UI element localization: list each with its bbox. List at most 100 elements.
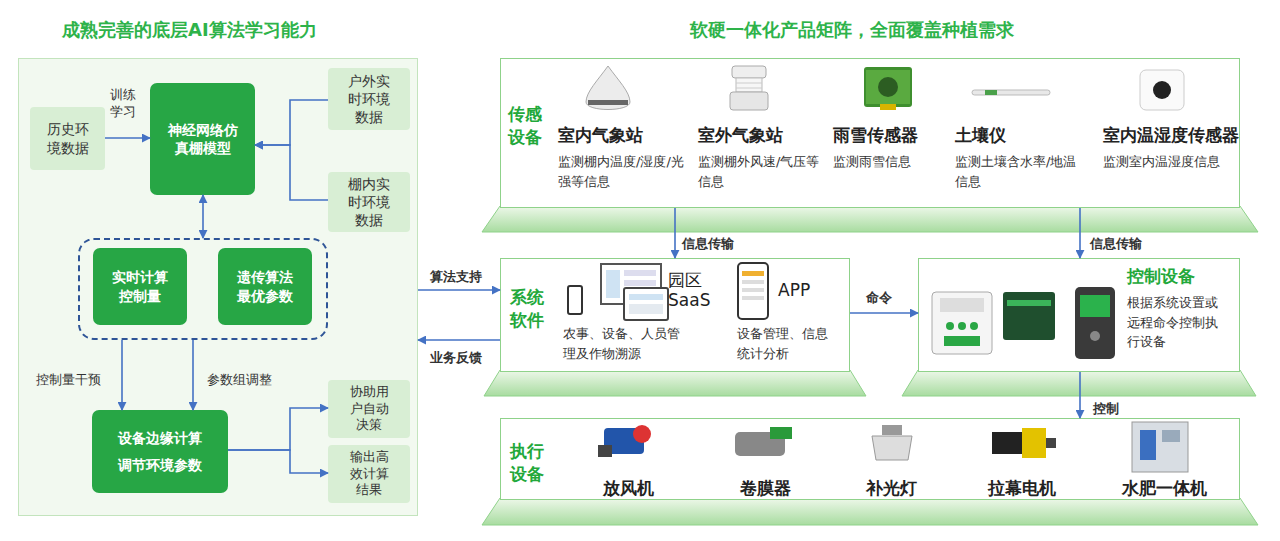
icon-part (882, 425, 902, 435)
product-name: 放风机 (603, 477, 654, 499)
icon-part (1007, 300, 1051, 306)
icon-part (629, 304, 663, 314)
icon-part (624, 270, 656, 276)
film-roller-icon (735, 427, 792, 456)
band-tag: 执行设备 (510, 440, 550, 486)
icon-part (738, 263, 768, 319)
icon-part (970, 322, 978, 330)
icon-part (1162, 430, 1180, 442)
icon-part (742, 288, 764, 292)
band-tag: 控制设备 (1127, 265, 1195, 288)
connector (674, 208, 676, 258)
icon-part (1153, 81, 1171, 99)
data-box: 户外实时环境数据 (328, 68, 410, 130)
edge-label: 命令 (866, 290, 892, 307)
icon-part (1090, 331, 1100, 341)
node-text: 协助用户自动决策 (348, 384, 390, 435)
node-text: 棚内实时环境数据 (347, 175, 391, 230)
node-text: 历史环境数据 (46, 120, 90, 156)
output-box: 协助用户自动决策 (328, 380, 410, 438)
outdoor-station-icon (730, 66, 768, 110)
product-desc: 农事、设备、人员管理及作物溯源 (563, 324, 683, 363)
section-heading: 软硬一体化产品矩阵，全面覆盖种植需求 (690, 18, 1014, 41)
icon-part (736, 83, 762, 84)
connector (1079, 208, 1081, 258)
indoor-station-icon (586, 66, 630, 110)
connector (255, 145, 328, 200)
product-name: 拉幕电机 (988, 477, 1056, 499)
connector (1079, 372, 1081, 418)
connector (121, 340, 123, 410)
edge-label: 控制量干预 (36, 372, 101, 389)
icon-part (588, 100, 628, 105)
product-desc: 监测棚外风速/气压等信息 (698, 152, 823, 191)
icon-part (732, 66, 766, 78)
icon-part (944, 336, 980, 346)
icon-part (992, 432, 1022, 454)
icon-part (586, 66, 630, 110)
app-phone-icon (738, 263, 768, 319)
icon-part (624, 288, 668, 320)
icon-part (866, 70, 910, 104)
product-desc: 监测雨雪信息 (833, 152, 943, 172)
icon-part (1080, 295, 1110, 317)
rain-sensor-icon (864, 67, 912, 110)
icon-part (629, 294, 663, 300)
product-desc: 监测土壤含水率/地温信息 (955, 152, 1080, 191)
product-name: 室内气象站 (558, 124, 643, 146)
edge-label: 信息传输 (682, 236, 734, 253)
edge-label: 算法支持 (430, 269, 482, 286)
description: 根据系统设置或远程命令控制执行设备 (1127, 293, 1227, 352)
icon-part (864, 67, 912, 107)
product-name: 室内温湿度传感器 (1103, 124, 1239, 146)
icon-part (742, 296, 764, 300)
product-desc: 监测棚内温度/湿度/光强等信息 (558, 152, 688, 191)
process-box: 遗传算法最优参数 (218, 248, 312, 325)
connector (850, 312, 918, 314)
fertigation-icon (1132, 422, 1188, 472)
shelf (482, 498, 1258, 525)
product-desc: 监测室内温湿度信息 (1103, 152, 1233, 172)
node-text: 实时计算控制量 (111, 268, 169, 304)
saas-screens-icon (568, 264, 668, 320)
icon-part (1132, 422, 1188, 472)
data-box: 棚内实时环境数据 (328, 172, 410, 232)
model-box: 神经网络仿真棚模型 (150, 83, 255, 195)
icon-part (932, 292, 992, 354)
grow-light-icon (872, 425, 912, 460)
icon-part (624, 280, 656, 286)
connector (255, 100, 328, 145)
controller-icons (932, 287, 1115, 359)
connector (418, 289, 500, 291)
process-box: 实时计算控制量 (93, 248, 187, 325)
band-tag: 系统软件 (510, 286, 550, 332)
algorithm-panel: 成熟完善的底层AI算法学习能力历史环境数据神经网络仿真棚模型户外实时环境数据棚内… (18, 58, 418, 516)
output-box: 输出高效计算结果 (328, 445, 410, 503)
connector (105, 137, 150, 139)
shelf (484, 370, 866, 396)
icon-part (985, 90, 997, 95)
product-name: 土壤仪 (955, 124, 1006, 146)
humidity-sensor-icon (1140, 70, 1184, 110)
soil-probe-icon (972, 90, 1050, 95)
product-desc: 设备管理、信息统计分析 (737, 324, 832, 363)
ventilator-icon (598, 425, 651, 457)
icon-part (880, 104, 896, 110)
node-text: 设备边缘计算 调节环境参数 (114, 425, 206, 478)
icon-part (940, 298, 984, 312)
icon-part (606, 270, 620, 298)
icon-part (742, 280, 764, 284)
icon-part (742, 271, 764, 276)
dashed-group: 实时计算控制量 遗传算法最优参数 (78, 238, 328, 340)
icon-part (730, 92, 768, 110)
data-box: 历史环境数据 (30, 107, 105, 170)
panel-heading: 成熟完善的底层AI算法学习能力 (62, 18, 317, 41)
connector (228, 408, 328, 450)
icon-part (958, 322, 966, 330)
node-text: 输出高效计算结果 (348, 449, 390, 500)
connector (192, 340, 194, 410)
connector (202, 195, 204, 238)
product-name: 卷膜器 (740, 477, 791, 499)
icon-part (872, 436, 912, 460)
